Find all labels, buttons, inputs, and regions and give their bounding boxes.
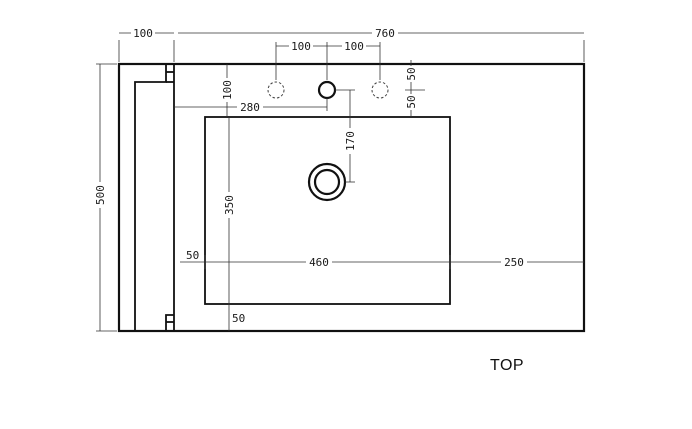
dim-100-tap-right: 100 bbox=[342, 40, 366, 53]
basin-outline bbox=[204, 116, 451, 305]
dim-100-top-left: 100 bbox=[131, 27, 155, 40]
dim-text: 760 bbox=[375, 27, 395, 40]
dim-text: 100 bbox=[133, 27, 153, 40]
dim-100-vertical: 100 bbox=[221, 78, 234, 102]
dim-text: 460 bbox=[309, 256, 329, 269]
dim-50-vertical-a: 50 bbox=[405, 66, 418, 82]
dim-50-vertical-b: 50 bbox=[405, 94, 418, 110]
dim-text: 100 bbox=[344, 40, 364, 53]
tap-hole-left-icon bbox=[267, 81, 285, 99]
dim-760-total-width: 760 bbox=[372, 27, 398, 40]
dim-50-left-margin: 50 bbox=[186, 249, 199, 262]
tap-hole-center-icon bbox=[317, 80, 337, 100]
tap-hole-right-icon bbox=[371, 81, 389, 99]
dim-text: 350 bbox=[223, 195, 236, 215]
dim-text: 50 bbox=[186, 249, 199, 262]
dim-text: 100 bbox=[291, 40, 311, 53]
dim-50-bottom-margin: 50 bbox=[232, 312, 245, 325]
dim-text: 50 bbox=[232, 312, 245, 325]
dim-460-basin-width: 460 bbox=[306, 256, 332, 269]
dim-100-tap-left: 100 bbox=[289, 40, 313, 53]
dim-text: 100 bbox=[221, 80, 234, 100]
dim-text: 280 bbox=[240, 101, 260, 114]
dim-170: 170 bbox=[344, 128, 357, 154]
countertop-outline bbox=[117, 62, 586, 333]
side-bracket bbox=[118, 64, 175, 331]
dim-text: 50 bbox=[405, 67, 418, 80]
dim-350: 350 bbox=[223, 192, 236, 218]
dim-280: 280 bbox=[237, 101, 263, 114]
drain-icon bbox=[307, 162, 347, 202]
dim-text: 250 bbox=[504, 256, 524, 269]
dim-250-right-margin: 250 bbox=[501, 256, 527, 269]
dim-text: 170 bbox=[344, 131, 357, 151]
dim-text: 500 bbox=[94, 185, 107, 205]
dim-text: 50 bbox=[405, 95, 418, 108]
dim-500-total-depth: 500 bbox=[94, 182, 107, 208]
view-title: TOP bbox=[490, 357, 525, 374]
